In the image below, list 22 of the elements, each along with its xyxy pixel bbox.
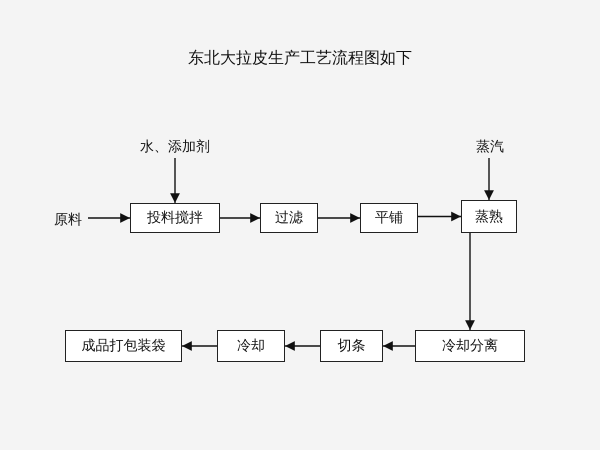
arrow [465, 233, 475, 330]
process-box: 切条 [320, 330, 383, 362]
arrow [182, 341, 217, 351]
input-label: 原料 [48, 209, 88, 231]
process-box: 投料搅拌 [130, 203, 220, 233]
process-box: 冷却 [217, 330, 285, 362]
arrow [170, 158, 180, 203]
arrow [88, 213, 130, 223]
process-box: 过滤 [260, 203, 318, 233]
process-box: 成品打包装袋 [65, 330, 182, 362]
arrow [318, 213, 360, 223]
process-box: 冷却分离 [415, 330, 525, 362]
input-label: 蒸汽 [468, 136, 512, 158]
arrow [484, 158, 494, 200]
arrow [383, 341, 415, 351]
input-label: 水、添加剂 [135, 136, 215, 158]
arrow [285, 341, 320, 351]
arrow [418, 212, 461, 222]
arrow [220, 213, 260, 223]
process-box: 平铺 [360, 203, 418, 233]
title: 东北大拉皮生产工艺流程图如下 [187, 48, 413, 69]
process-box: 蒸熟 [461, 200, 517, 233]
